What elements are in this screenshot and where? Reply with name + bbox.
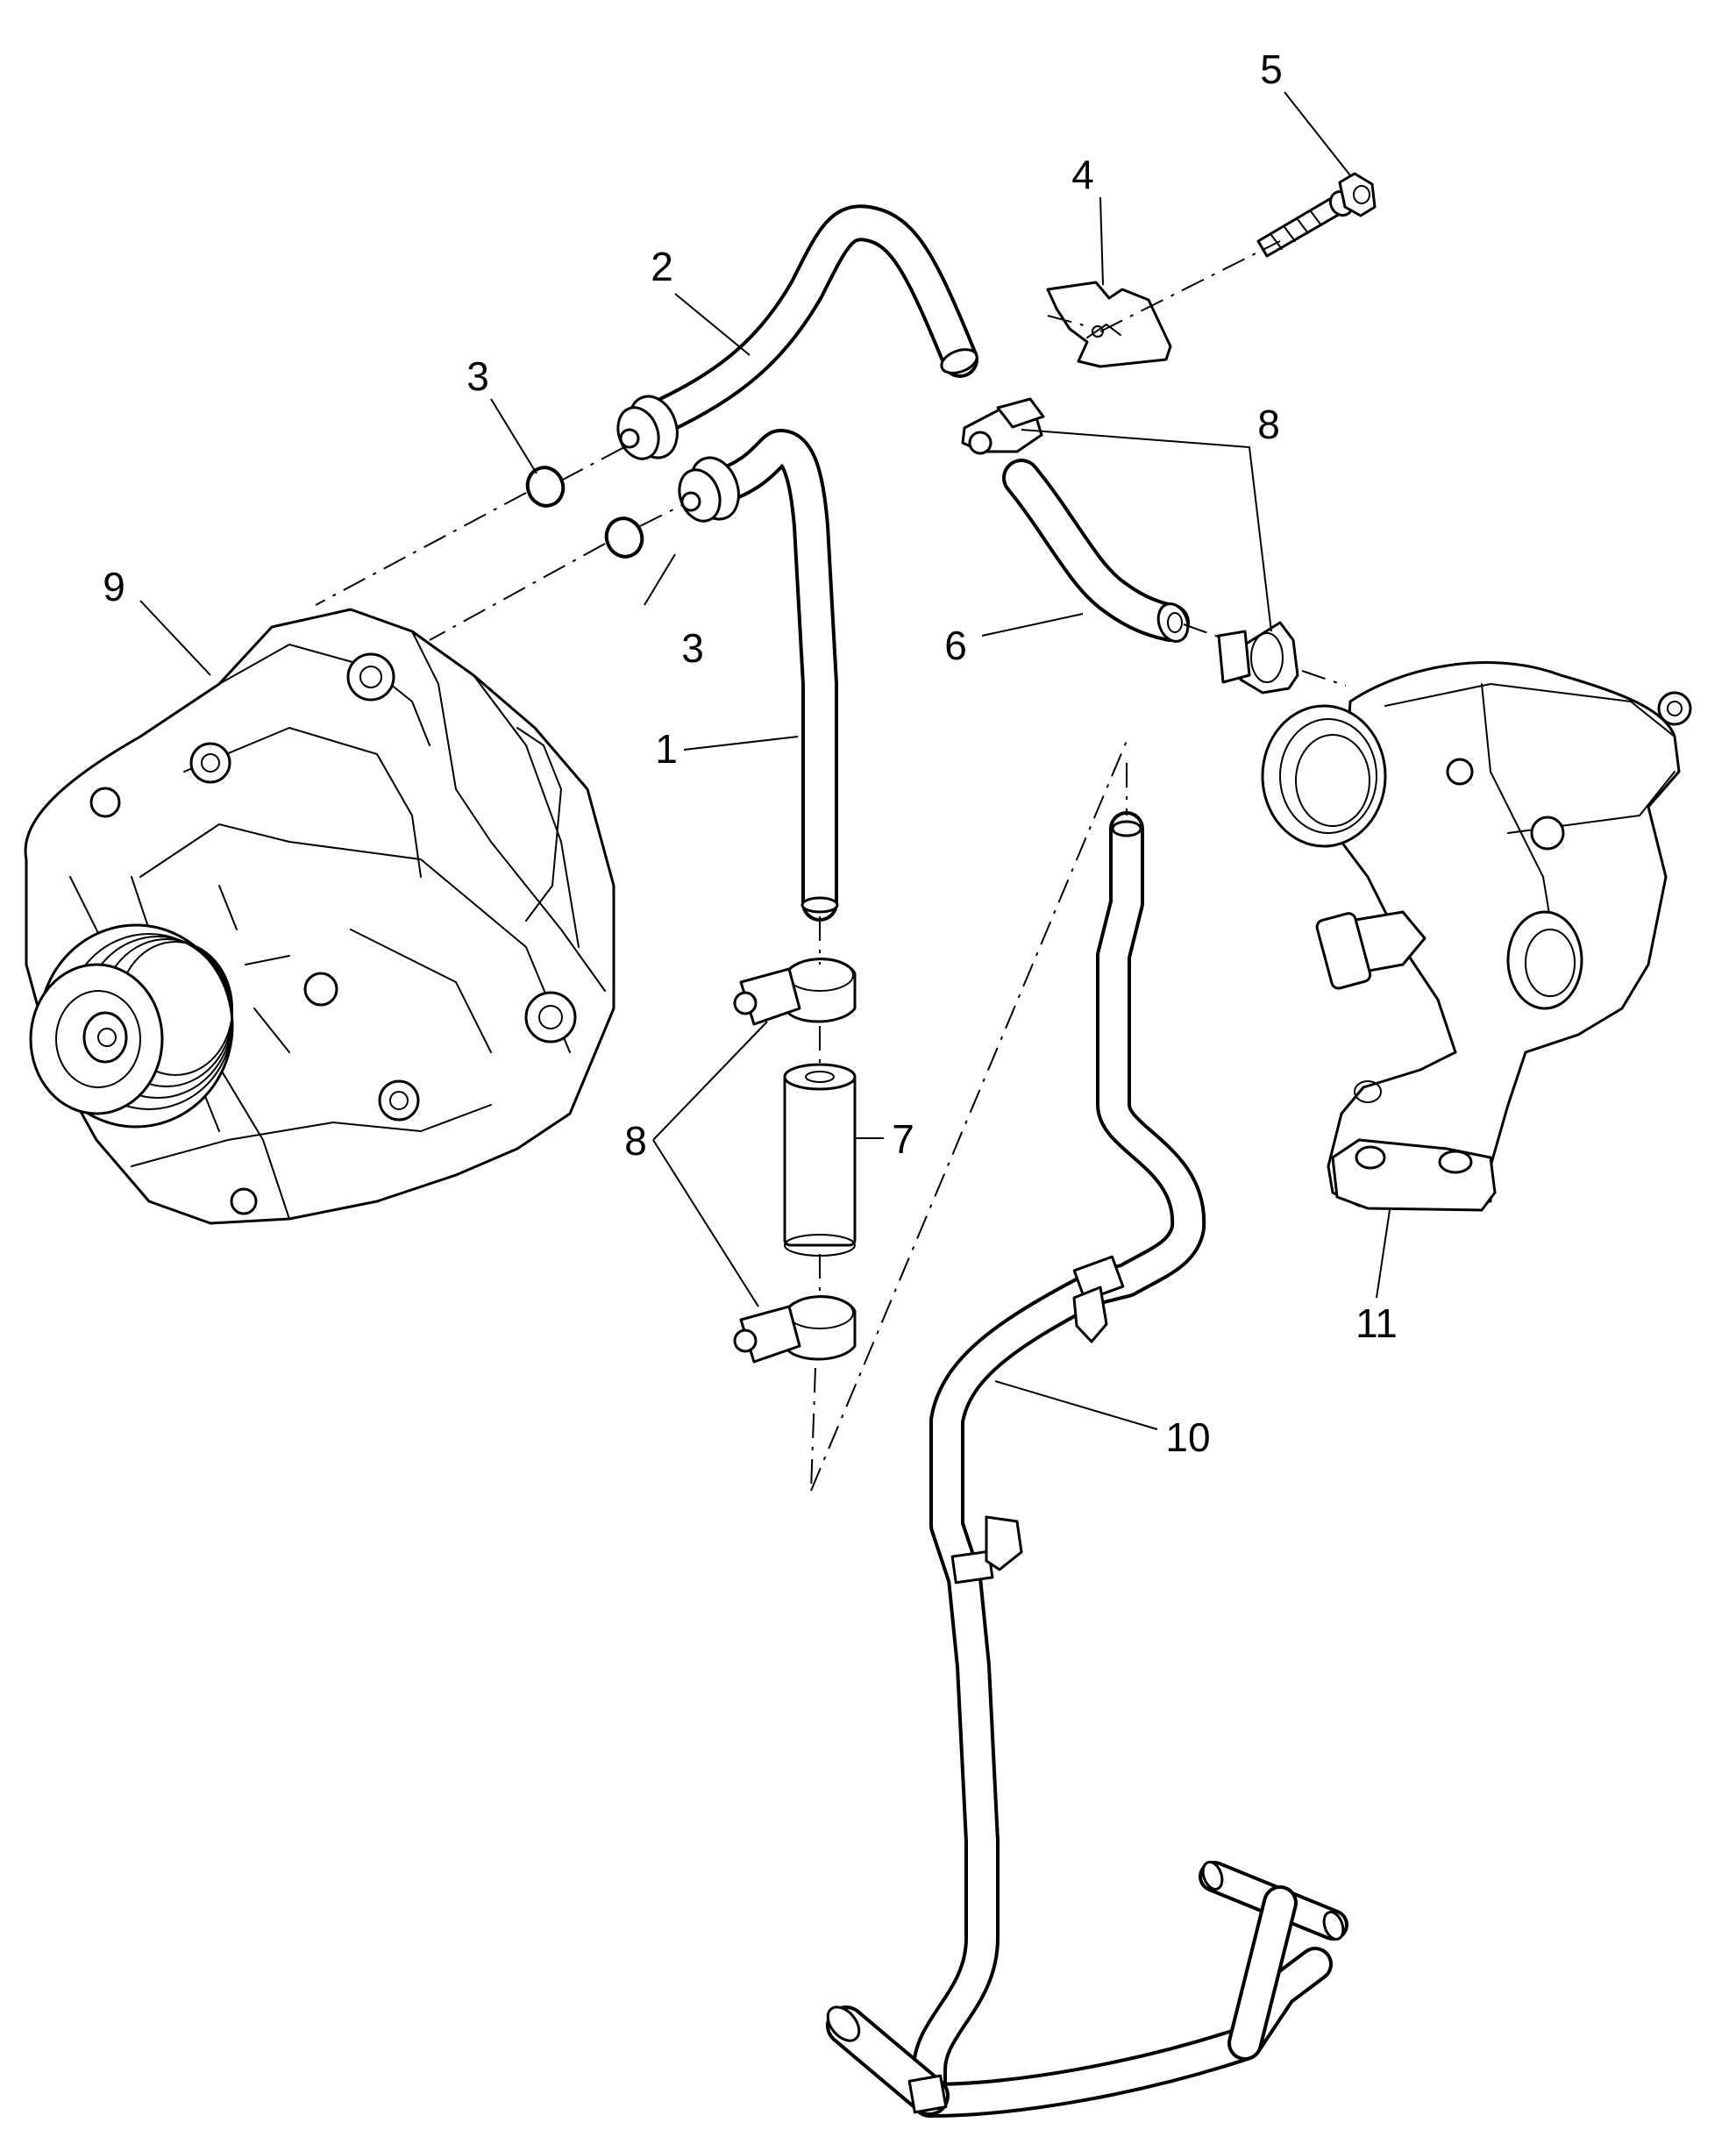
callout-6: 6 xyxy=(944,623,967,668)
pipe-10 xyxy=(826,811,1348,2118)
tube-7 xyxy=(783,1063,857,1257)
o-ring-lower xyxy=(604,516,644,559)
alternator xyxy=(24,608,615,1225)
callout-1: 1 xyxy=(655,726,678,772)
callout-5: 5 xyxy=(1260,46,1283,92)
bracket-4 xyxy=(1046,281,1172,368)
hose-clamp-middle xyxy=(733,958,857,1026)
callout-8-left: 8 xyxy=(624,1118,647,1164)
callout-10: 10 xyxy=(1165,1414,1210,1460)
o-ring-upper xyxy=(525,466,566,508)
hose-clamp-right xyxy=(1217,621,1299,694)
callout-4: 4 xyxy=(1071,152,1094,197)
leader-lines xyxy=(139,91,1391,1430)
callout-7: 7 xyxy=(892,1116,914,1162)
callout-3-lower: 3 xyxy=(681,625,704,671)
callout-3-upper: 3 xyxy=(466,353,489,399)
hose-clamp-lower xyxy=(733,1295,857,1364)
bolt-5 xyxy=(1256,172,1377,258)
callout-2: 2 xyxy=(651,244,673,289)
alternator-pulley xyxy=(29,923,234,1129)
hose-1 xyxy=(678,429,839,922)
alignment-lines xyxy=(315,240,1347,1492)
callouts: 1 2 3 3 4 5 6 7 8 8 9 10 11 xyxy=(103,46,1398,1460)
callout-11: 11 xyxy=(1355,1300,1398,1346)
callout-9: 9 xyxy=(103,564,125,609)
hose-6 xyxy=(1002,459,1190,643)
callout-8-top: 8 xyxy=(1257,402,1280,447)
thermostat-housing xyxy=(1261,661,1692,1212)
hose-clamp-top xyxy=(961,397,1045,455)
hose-2 xyxy=(616,204,978,460)
